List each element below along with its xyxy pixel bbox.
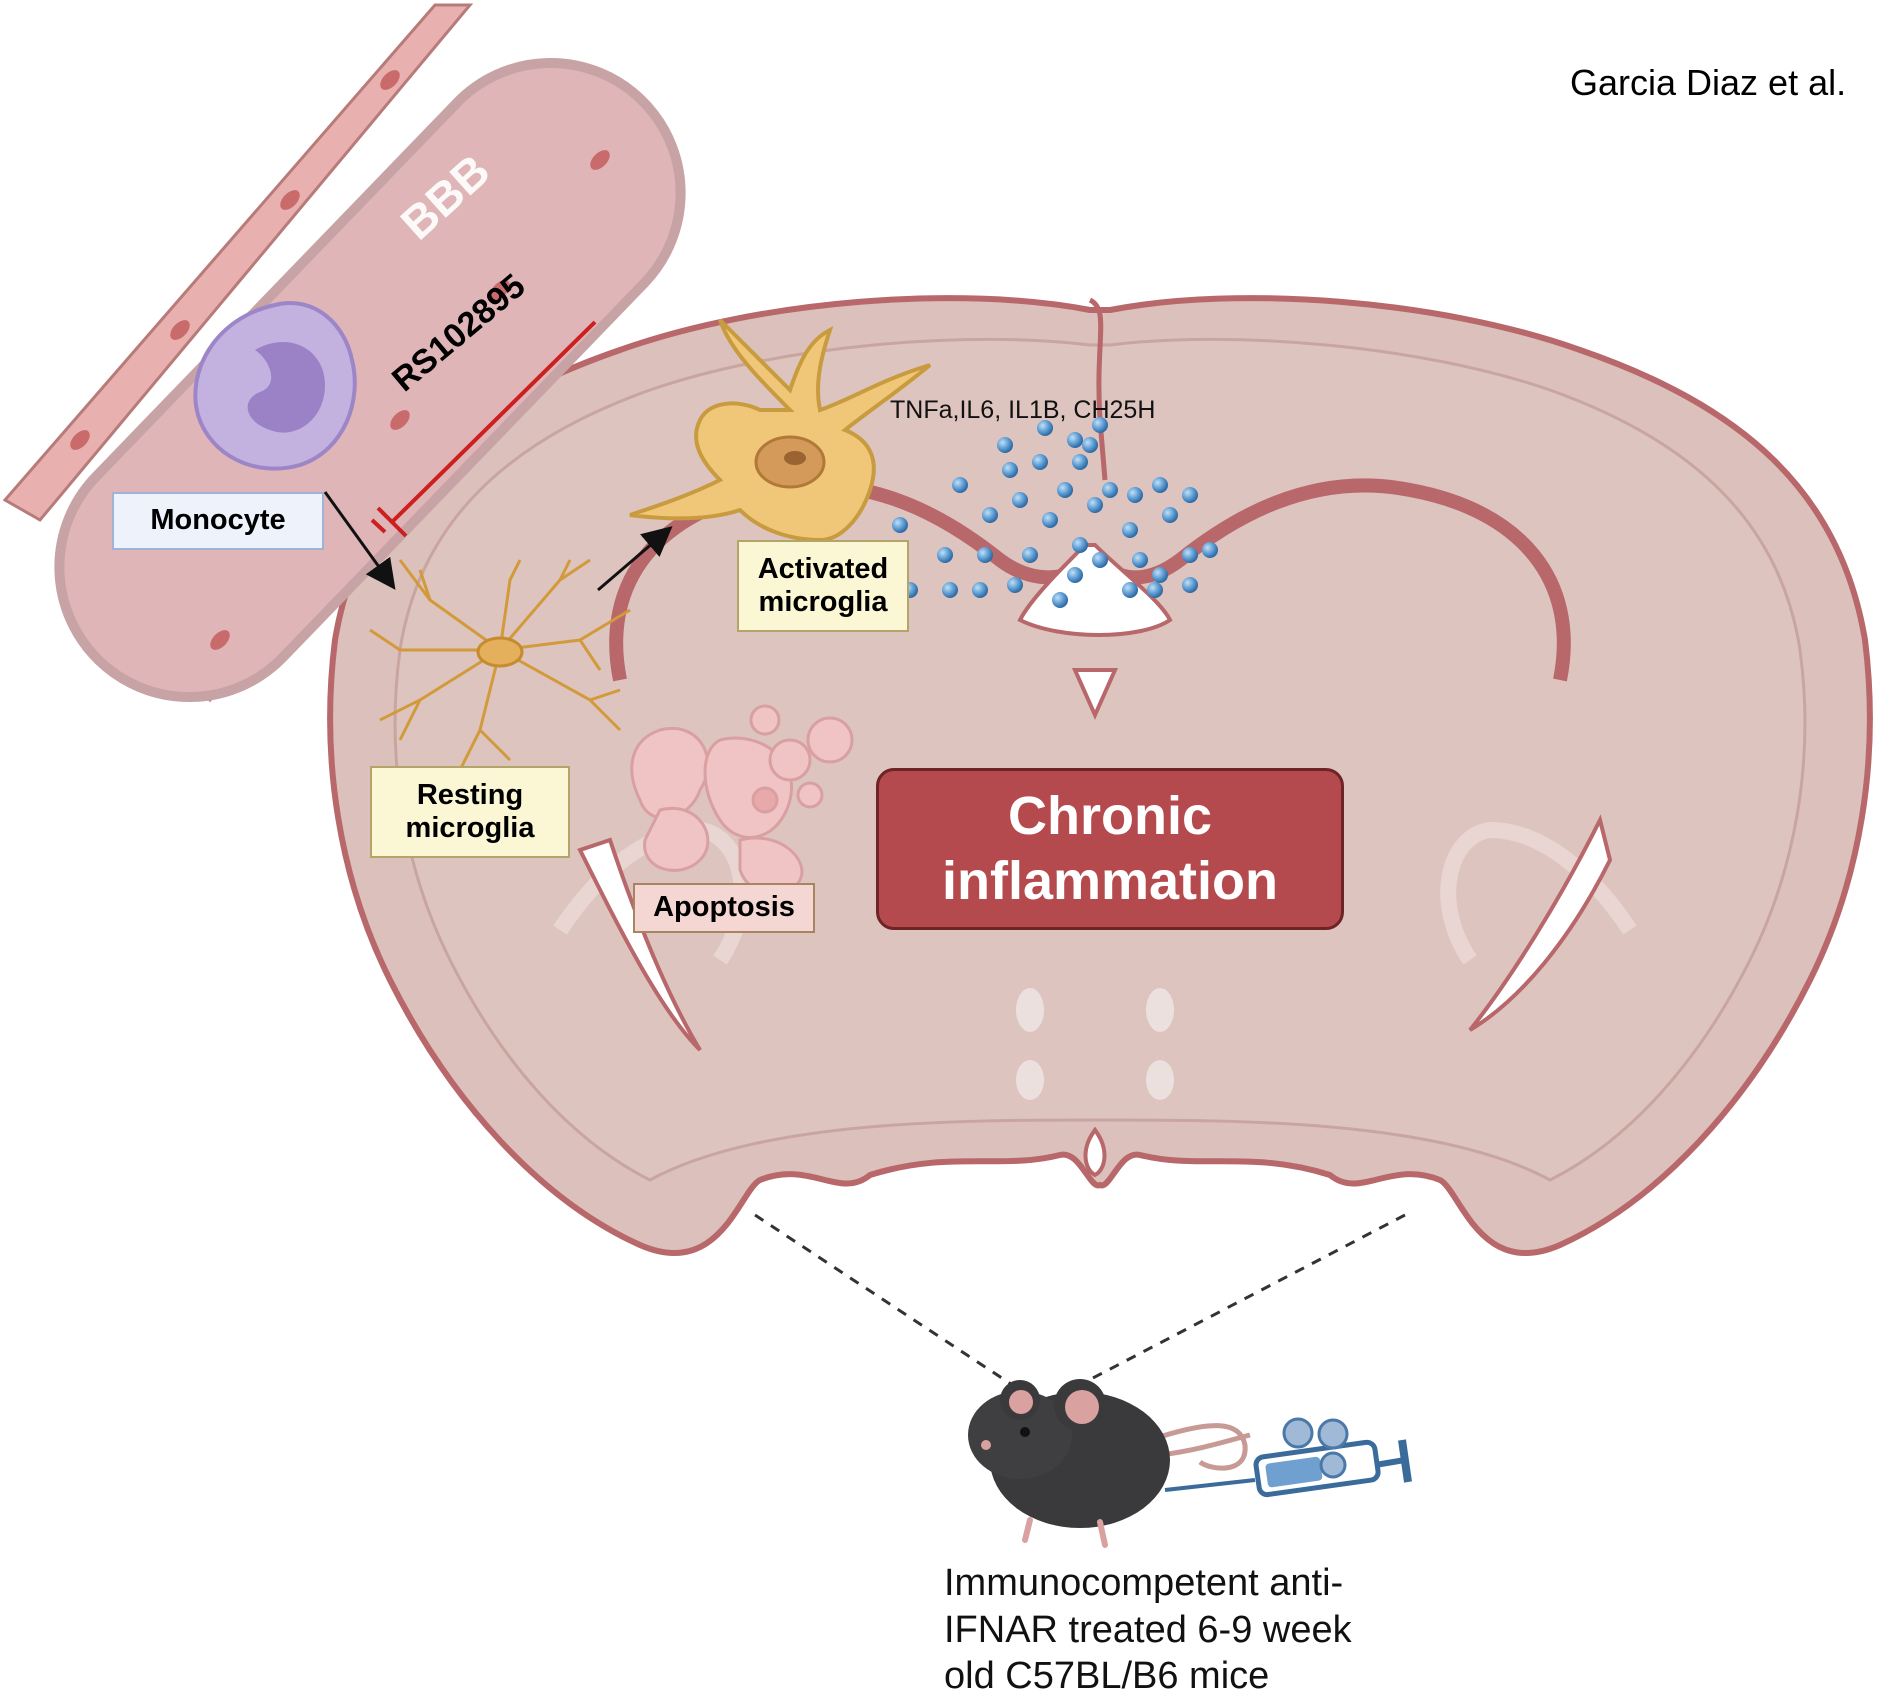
mouse-illustration (968, 1379, 1251, 1548)
endothelial-nucleus (280, 190, 300, 210)
apoptosis-label-text: Apoptosis (653, 891, 795, 924)
virus-particles (1282, 1417, 1349, 1479)
monocyte-to-microglia-arrow (323, 491, 396, 590)
endothelial-nucleus (70, 430, 90, 450)
resting-microglia-label: Resting microglia (370, 766, 570, 858)
chronic-line-2: inflammation (941, 851, 1279, 911)
fiber-tract-left (1016, 988, 1044, 1032)
chronic-inflammation-box: Chronic inflammation (876, 768, 1344, 930)
resting-label-line-2: microglia (405, 812, 535, 844)
endothelial-nucleus (490, 280, 510, 300)
inhibition-bar (370, 320, 597, 538)
endothelial-nucleus (170, 320, 190, 340)
ventricle-bottom (1071, 668, 1119, 720)
monocyte-label: Monocyte (112, 492, 324, 550)
chronic-line-1: Chronic (1007, 786, 1212, 847)
nucleus-right (1146, 1060, 1174, 1100)
nucleus-left (1016, 1060, 1044, 1100)
endothelial-nucleus (210, 630, 230, 650)
resting-label-line-1: Resting (416, 778, 524, 811)
apoptosis-label: Apoptosis (633, 883, 815, 933)
author-credit: Garcia Diaz et al. (1570, 62, 1847, 103)
fiber-tract-right (1146, 988, 1174, 1032)
endothelium-outer (2, 3, 474, 522)
monocyte-cell (193, 301, 357, 471)
aqueduct (1083, 1126, 1107, 1178)
monocyte-label-text: Monocyte (150, 504, 286, 537)
resting-microglia-cell (369, 558, 631, 771)
activated-microglia-cell (629, 318, 932, 543)
mice-caption-line-3: old C57BL/B6 mice (944, 1655, 1270, 1698)
midline-fissure (1088, 297, 1108, 481)
cytokines-label: TNFa,IL6, IL1B, CH25H (890, 396, 1156, 424)
activated-label-line-2: microglia (758, 586, 888, 618)
corpus-callosum-right (1094, 478, 1571, 682)
third-ventricle (1017, 543, 1173, 637)
cytokine-dots (892, 417, 1218, 608)
projection-line-left (754, 1213, 1021, 1392)
activated-microglia-label: Activated microglia (737, 540, 909, 632)
mice-caption: Immunocompetent anti- IFNAR treated 6-9 … (944, 1560, 1464, 1700)
endothelial-nucleus (390, 410, 410, 430)
syringe-icon (1164, 1439, 1412, 1498)
apoptotic-cell (630, 704, 854, 896)
activated-label-line-1: Activated (757, 552, 889, 585)
endothelial-nucleus (590, 150, 610, 170)
cortex-inner (393, 337, 1807, 1182)
mice-caption-line-1: Immunocompetent anti- (944, 1562, 1344, 1604)
resting-to-activated-arrow (597, 526, 673, 592)
endothelial-nucleus (380, 70, 400, 90)
projection-line-right (1069, 1213, 1406, 1392)
mice-caption-line-2: IFNAR treated 6-9 week (944, 1608, 1352, 1651)
ventricle-right (1468, 814, 1613, 1032)
